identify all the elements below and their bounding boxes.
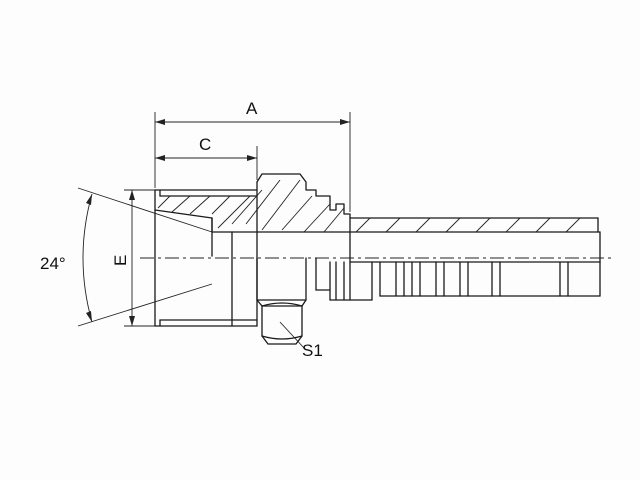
angle-dimension: 24° <box>40 187 213 327</box>
dimension-a: A <box>154 99 351 212</box>
dimension-c-label: C <box>199 135 211 154</box>
dimension-a-label: A <box>246 99 258 118</box>
dimension-c: C <box>155 135 258 180</box>
lower-exterior <box>256 231 601 345</box>
dimension-e: E <box>111 189 155 327</box>
angle-label: 24° <box>40 254 66 273</box>
s1-label: S1 <box>302 341 323 360</box>
s1-leader: S1 <box>279 321 323 360</box>
section-hatching <box>157 179 581 233</box>
fitting-body-outline <box>154 173 601 327</box>
dimension-e-label: E <box>111 255 130 266</box>
